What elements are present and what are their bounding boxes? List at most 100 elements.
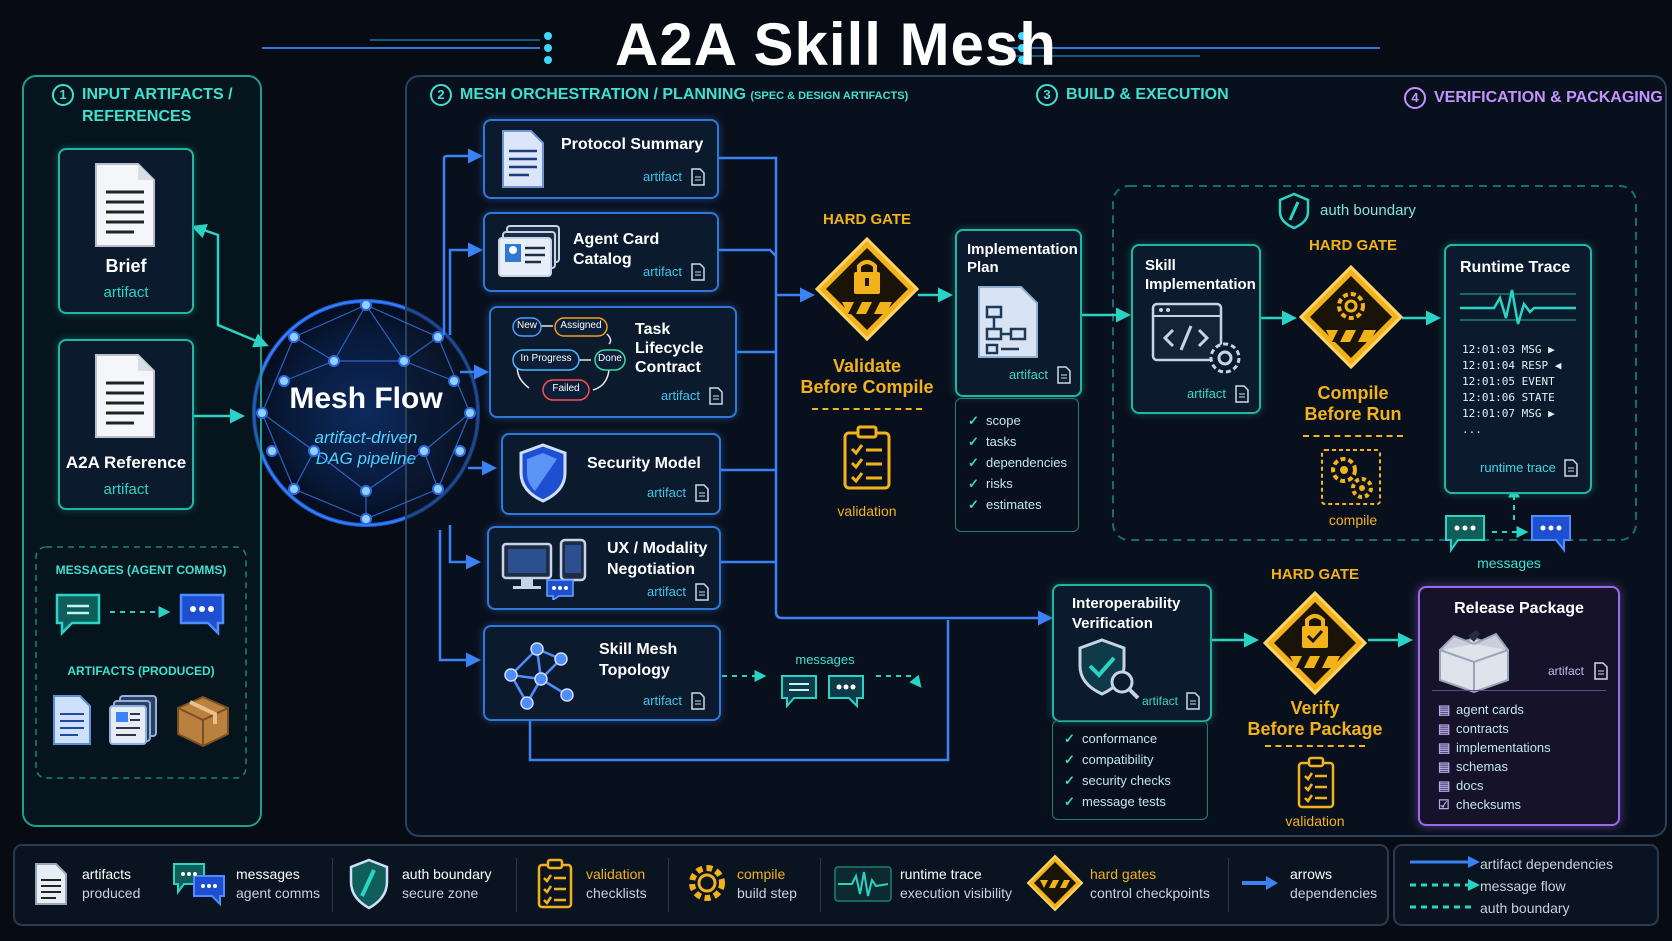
skill-mesh-topology-card[interactable]: Skill Mesh Topology artifact xyxy=(483,625,721,721)
state-in-progress: In Progress xyxy=(520,353,572,364)
devices-icon xyxy=(501,538,587,600)
agent-card-catalog-card[interactable]: Agent Card Catalog artifact xyxy=(483,212,719,292)
interoperability-checks-box xyxy=(1052,720,1208,820)
documents-icon xyxy=(109,695,157,745)
arrow-legend-artifact-deps: artifact dependencies xyxy=(1480,856,1614,872)
trace-row: 12:01:06 STATE xyxy=(1462,391,1555,404)
brief-card[interactable]: Brief artifact xyxy=(58,148,194,314)
shield-icon xyxy=(349,858,389,910)
legend-divider xyxy=(668,858,669,912)
gate3-label: HARD GATE xyxy=(1270,566,1360,583)
trace-row: 12:01:05 EVENT xyxy=(1462,375,1555,388)
package-item: ▤docs xyxy=(1438,778,1484,793)
waveform-icon xyxy=(1460,289,1576,325)
document-icon xyxy=(95,354,155,438)
skill-implementation-card[interactable]: Skill Implementation artifact xyxy=(1131,244,1261,414)
checklist-icon xyxy=(1297,756,1335,809)
file-icon xyxy=(709,387,723,405)
trace-row: 12:01:04 RESP ◀ xyxy=(1462,359,1562,372)
gate1-sub: validation xyxy=(837,503,897,519)
gate2-label: HARD GATE xyxy=(1308,237,1398,254)
skill-mesh-topology-title: Skill Mesh Topology xyxy=(599,639,677,681)
file-icon xyxy=(1057,366,1071,384)
arrow-legend-auth-boundary: auth boundary xyxy=(1480,900,1570,916)
task-lifecycle-card[interactable]: New Assigned In Progress Done Failed Tas… xyxy=(489,306,737,418)
runtime-messages-label: messages xyxy=(1477,555,1541,571)
ux-modality-title-line1: UX / Modality xyxy=(607,540,708,557)
page-title: A2A Skill Mesh xyxy=(615,11,1057,78)
brief-label: artifact xyxy=(103,284,149,301)
state-assigned: Assigned xyxy=(560,320,602,331)
task-lifecycle-title-line2: Contract xyxy=(635,359,701,376)
document-icon xyxy=(35,863,67,905)
gate3-sub: validation xyxy=(1285,813,1345,829)
package-icon xyxy=(177,695,229,748)
security-model-label: artifact xyxy=(647,485,687,500)
chat-icon xyxy=(55,593,101,636)
runtime-trace-log: 12:01:03 MSG ▶ 12:01:04 RESP ◀ 12:01:05 … xyxy=(1462,342,1561,438)
runtime-trace-label: runtime trace xyxy=(1480,460,1556,475)
security-model-card[interactable]: Security Model artifact xyxy=(501,433,721,515)
trace-row: 12:01:07 MSG ▶ xyxy=(1462,407,1555,420)
release-package-card[interactable]: Release Package artifact ▤agent cards ▤c… xyxy=(1418,586,1620,826)
protocol-summary-title: Protocol Summary xyxy=(561,136,704,153)
brief-title: Brief xyxy=(105,256,147,276)
document-icon xyxy=(502,130,544,188)
file-icon xyxy=(691,263,705,281)
ux-modality-title: UX / Modality Negotiation xyxy=(607,538,707,580)
topology-icon xyxy=(504,642,574,710)
skill-mesh-topology-label: artifact xyxy=(643,693,683,708)
release-package-label: artifact xyxy=(1548,664,1585,678)
state-new: New xyxy=(516,320,537,331)
package-item: ▤agent cards xyxy=(1438,702,1524,717)
runtime-trace-card[interactable]: Runtime Trace 12:01:03 MSG ▶ 12:01:04 RE… xyxy=(1444,244,1592,494)
section-2-subtitle: (SPEC & DESIGN ARTIFACTS) xyxy=(750,90,909,102)
file-icon xyxy=(1186,692,1200,710)
chat-dots-icon xyxy=(1445,515,1485,554)
check-item: ✓security checks xyxy=(1064,773,1171,788)
gate-icon xyxy=(1298,264,1404,370)
interoperability-card[interactable]: Interoperability Verification artifact xyxy=(1052,584,1212,722)
checklist-icon xyxy=(843,425,891,490)
task-lifecycle-title-line1: Task Lifecycle xyxy=(635,321,704,357)
ux-modality-card[interactable]: UX / Modality Negotiation artifact xyxy=(487,526,721,610)
skill-implementation-title-line1: Skill xyxy=(1145,257,1176,274)
package-item: ▤implementations xyxy=(1438,740,1551,755)
skill-implementation-label: artifact xyxy=(1187,386,1227,401)
release-items: ▤agent cards ▤contracts ▤implementations… xyxy=(1438,700,1551,814)
gate1-caption: Validate Before Compile xyxy=(792,356,942,398)
chat-icon xyxy=(781,675,817,709)
gears-icon xyxy=(1321,449,1381,505)
gate2-caption: Compile Before Run xyxy=(1278,383,1428,425)
document-icon xyxy=(53,695,91,745)
implementation-plan-card[interactable]: Implementation Plan artifact xyxy=(955,229,1082,397)
mesh-flow-subtitle-line1: artifact-driven xyxy=(314,428,418,447)
implementation-plan-title-line1: Implementation xyxy=(967,241,1078,258)
package-item: ☑checksums xyxy=(1438,797,1522,812)
implementation-plan-label: artifact xyxy=(1009,367,1049,382)
a2a-reference-card[interactable]: A2A Reference artifact xyxy=(58,339,194,510)
check-item: ✓message tests xyxy=(1064,794,1166,809)
id-cards-icon xyxy=(498,225,560,277)
ux-modality-title-line2: Negotiation xyxy=(607,561,695,578)
skill-mesh-topology-title-line1: Skill Mesh xyxy=(599,641,678,658)
implementation-plan-title: Implementation Plan xyxy=(967,241,1078,277)
gate3-caption: Verify Before Package xyxy=(1240,698,1390,740)
protocol-summary-card[interactable]: Protocol Summary artifact xyxy=(483,119,719,199)
interoperability-title-line2: Verification xyxy=(1072,615,1153,632)
document-icon xyxy=(95,163,155,247)
file-icon xyxy=(691,168,705,186)
gate2-caption-line2: Before Run xyxy=(1304,404,1402,424)
gate3-caption-line2: Before Package xyxy=(1247,719,1383,739)
section-1-title-line2: REFERENCES xyxy=(82,108,192,125)
waveform-icon xyxy=(834,866,892,902)
protocol-summary-label: artifact xyxy=(643,169,683,184)
interoperability-title: Interoperability Verification xyxy=(1072,594,1180,634)
task-lifecycle-title: Task Lifecycle Contract xyxy=(635,320,735,377)
